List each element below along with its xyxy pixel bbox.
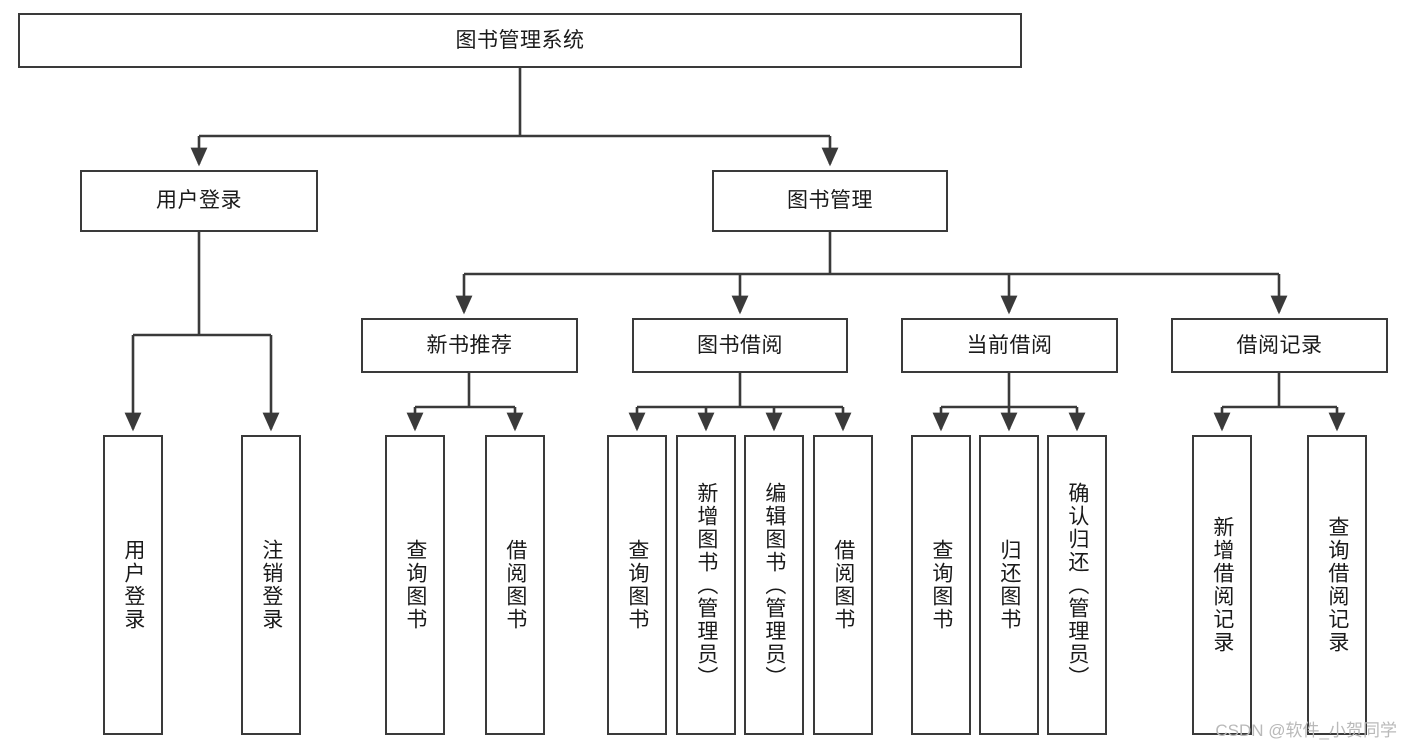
leaf-borrow-book-1[interactable]: 借阅图书 xyxy=(485,435,545,735)
node-book-manage-label: 图书管理 xyxy=(787,189,873,213)
leaf-add-record[interactable]: 新增借阅记录 xyxy=(1192,435,1252,735)
leaf-borrow-book-1-label: 借阅图书 xyxy=(503,539,527,631)
leaf-query-book-1-label: 查询图书 xyxy=(403,539,427,631)
node-book-manage[interactable]: 图书管理 xyxy=(712,170,948,232)
leaf-confirm-return[interactable]: 确认归还（管理员） xyxy=(1047,435,1107,735)
leaf-query-record-label: 查询借阅记录 xyxy=(1325,516,1349,654)
leaf-edit-book[interactable]: 编辑图书（管理员） xyxy=(744,435,804,735)
node-new-book-recommend[interactable]: 新书推荐 xyxy=(361,318,578,373)
leaf-return-book-label: 归还图书 xyxy=(997,539,1021,631)
csdn-watermark: CSDN @软件_小贺同学 xyxy=(1215,721,1397,740)
node-root[interactable]: 图书管理系统 xyxy=(18,13,1022,68)
leaf-borrow-book-2[interactable]: 借阅图书 xyxy=(813,435,873,735)
node-borrow-record[interactable]: 借阅记录 xyxy=(1171,318,1388,373)
leaf-add-book-label: 新增图书（管理员） xyxy=(694,481,718,689)
node-new-book-recommend-label: 新书推荐 xyxy=(426,333,513,357)
leaf-borrow-book-2-label: 借阅图书 xyxy=(831,539,855,631)
node-current-borrow[interactable]: 当前借阅 xyxy=(901,318,1118,373)
leaf-query-record[interactable]: 查询借阅记录 xyxy=(1307,435,1367,735)
leaf-query-book-3-label: 查询图书 xyxy=(929,539,953,631)
leaf-user-logout[interactable]: 注销登录 xyxy=(241,435,301,735)
leaf-query-book-1[interactable]: 查询图书 xyxy=(385,435,445,735)
leaf-confirm-return-label: 确认归还（管理员） xyxy=(1065,481,1089,689)
node-user-login[interactable]: 用户登录 xyxy=(80,170,318,232)
leaf-query-book-3[interactable]: 查询图书 xyxy=(911,435,971,735)
leaf-user-login[interactable]: 用户登录 xyxy=(103,435,163,735)
leaf-user-login-label: 用户登录 xyxy=(121,539,145,631)
leaf-add-book[interactable]: 新增图书（管理员） xyxy=(676,435,736,735)
leaf-user-logout-label: 注销登录 xyxy=(259,539,283,631)
node-borrow-record-label: 借阅记录 xyxy=(1236,333,1323,357)
node-user-login-label: 用户登录 xyxy=(156,189,242,213)
leaf-edit-book-label: 编辑图书（管理员） xyxy=(762,481,786,689)
leaf-return-book[interactable]: 归还图书 xyxy=(979,435,1039,735)
node-current-borrow-label: 当前借阅 xyxy=(966,333,1053,357)
node-root-label: 图书管理系统 xyxy=(455,28,585,52)
leaf-query-book-2[interactable]: 查询图书 xyxy=(607,435,667,735)
node-book-borrow-label: 图书借阅 xyxy=(697,333,783,357)
node-book-borrow[interactable]: 图书借阅 xyxy=(632,318,848,373)
leaf-add-record-label: 新增借阅记录 xyxy=(1210,516,1234,654)
leaf-query-book-2-label: 查询图书 xyxy=(625,539,649,631)
